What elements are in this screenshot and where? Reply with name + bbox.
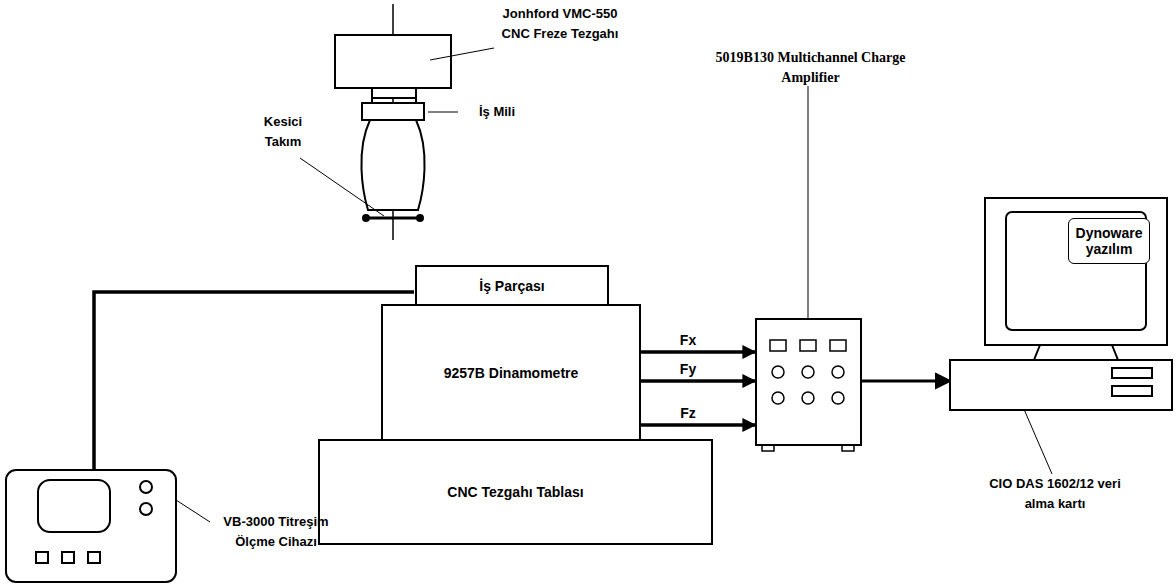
amplifier-box: 5019B130 Multichannel Charge Amplifier bbox=[755, 318, 862, 446]
machine-label: Jonhford VMC-550 CNC Freze Tezgahı bbox=[490, 4, 630, 43]
force-label: Fx bbox=[678, 332, 698, 348]
part-label: Kesici Takım bbox=[248, 112, 318, 151]
cutting-tool bbox=[366, 217, 420, 220]
computer bbox=[950, 198, 1172, 410]
device-heading: 5019B130 Multichannel Charge Amplifier bbox=[716, 48, 906, 87]
leader-line bbox=[808, 86, 809, 320]
device-label: VB-3000 Titreşim Ölçme Cihazı bbox=[206, 512, 346, 551]
leader-line bbox=[176, 500, 210, 522]
force-arrow bbox=[641, 379, 755, 383]
data-arrow bbox=[862, 380, 938, 383]
force-label: Fy bbox=[678, 361, 698, 377]
machine-head bbox=[335, 35, 451, 88]
workpiece-box: İş Parçası bbox=[415, 265, 609, 306]
spindle-neck bbox=[372, 88, 416, 98]
part-label: İş Mili bbox=[462, 102, 532, 122]
force-label: Fz bbox=[678, 405, 698, 421]
dynamometer-box: 9257B Dinamometre bbox=[381, 304, 641, 441]
leader-line bbox=[428, 112, 458, 113]
spindle-collar bbox=[362, 103, 424, 120]
force-arrow bbox=[641, 350, 755, 354]
card-label: CIO DAS 1602/12 veri alma kartı bbox=[985, 474, 1125, 513]
node-text: CNC Tezgahı Tablası bbox=[447, 484, 583, 500]
node-text: Dynoware yazılım bbox=[1072, 225, 1146, 257]
software-box: Dynoware yazılım bbox=[1068, 218, 1150, 264]
leader-line bbox=[300, 158, 384, 216]
amplifier-controls bbox=[762, 340, 854, 451]
vibration-meter bbox=[6, 292, 414, 582]
machine-table-box: CNC Tezgahı Tablası bbox=[318, 439, 713, 545]
sensor-cable bbox=[94, 292, 414, 470]
force-arrow bbox=[641, 423, 755, 427]
node-text: 9257B Dinamometre bbox=[444, 365, 579, 381]
tool-holder bbox=[361, 120, 424, 210]
leader-line bbox=[430, 48, 494, 60]
arrow-head bbox=[936, 374, 950, 388]
leader-line bbox=[1020, 400, 1052, 474]
node-text: İş Parçası bbox=[479, 278, 544, 294]
